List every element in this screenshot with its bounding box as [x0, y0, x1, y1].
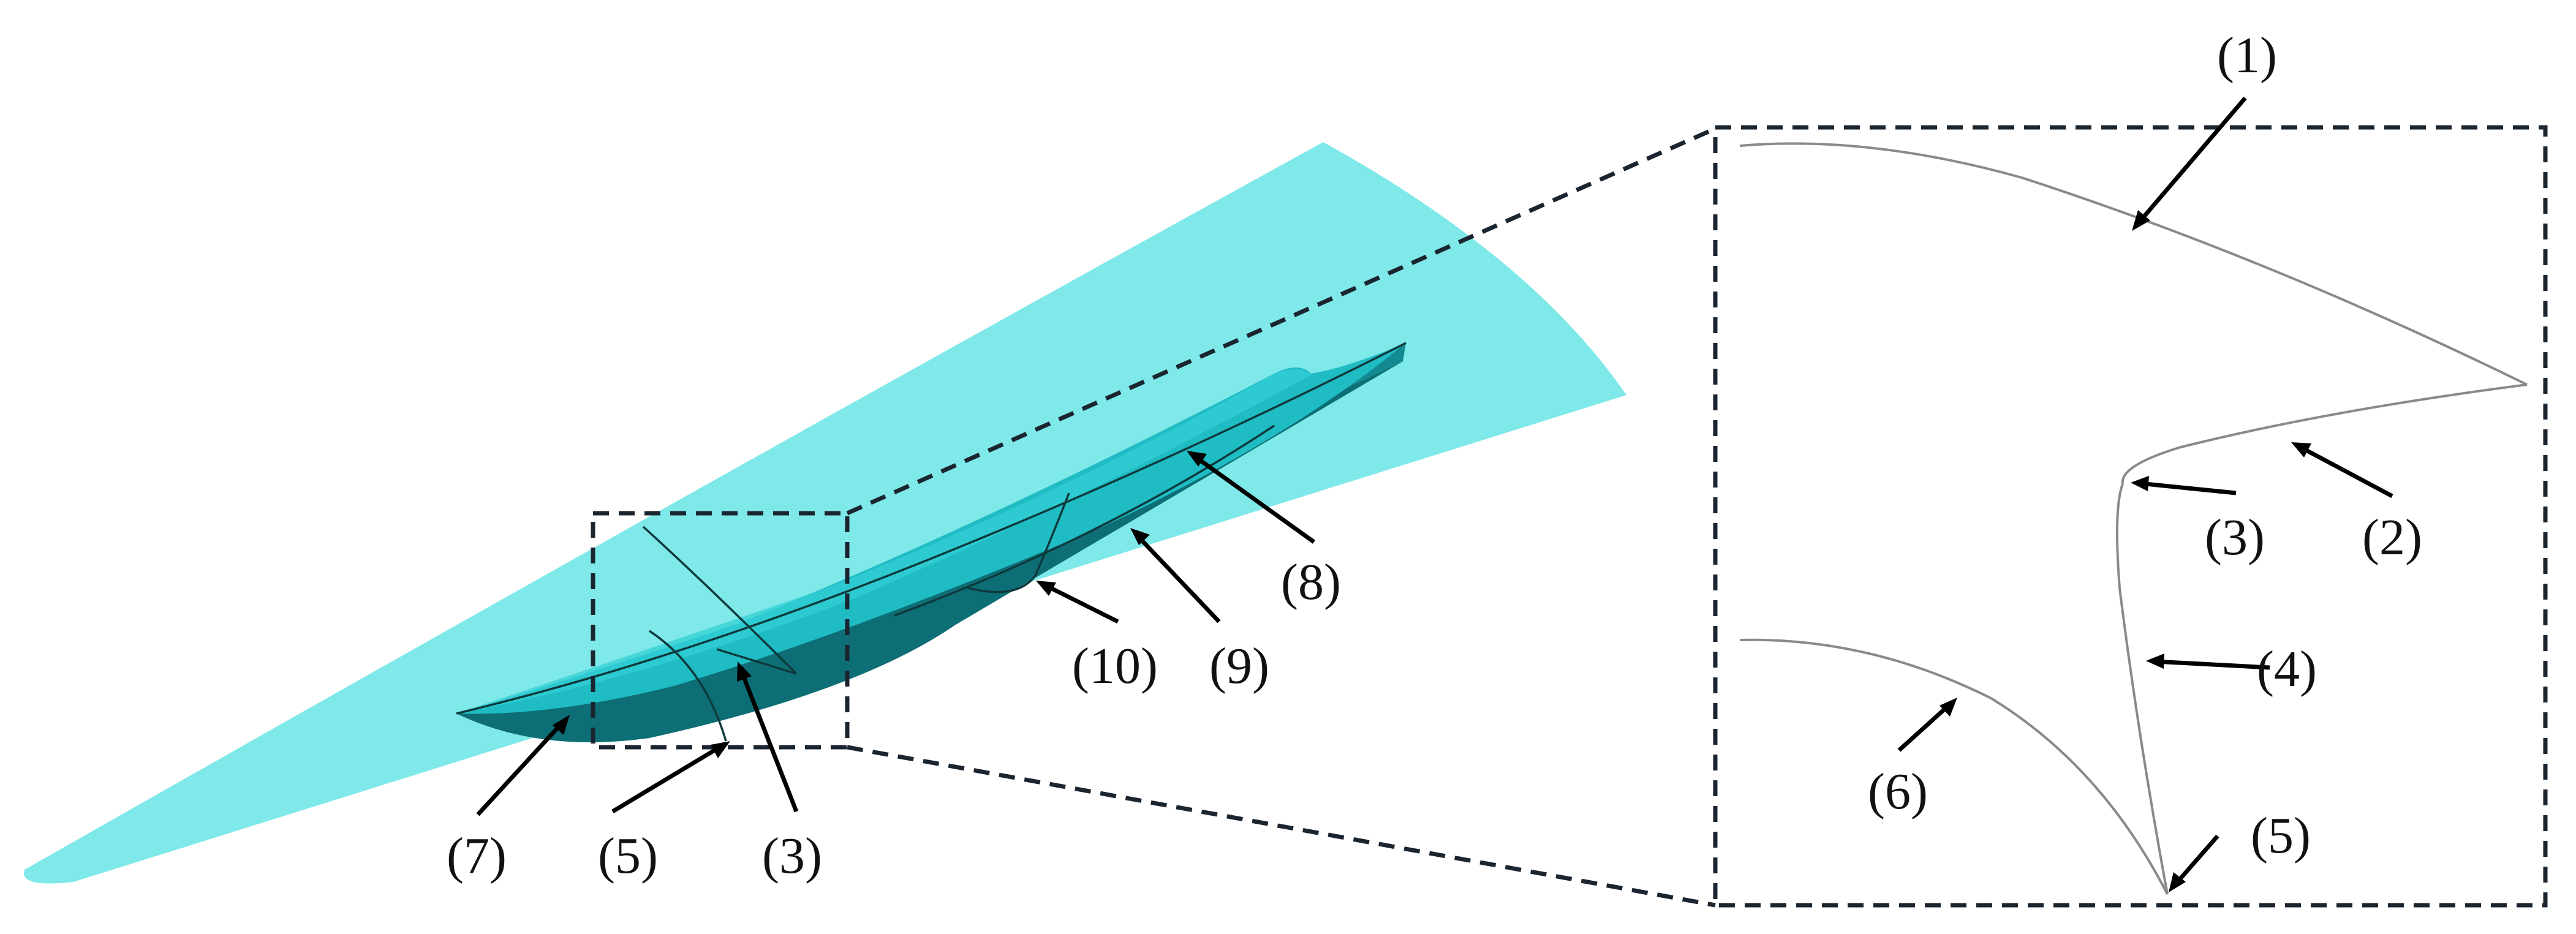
arrowhead-1: [2132, 210, 2150, 231]
label-4: (4): [2257, 641, 2317, 698]
zoom-box-small: [591, 511, 850, 750]
label-1: (1): [2217, 27, 2277, 84]
arrowhead-4: [2146, 653, 2164, 669]
label-6: (6): [1868, 763, 1928, 820]
arrow-3-detail: [2139, 481, 2237, 495]
body-leading-band: [456, 369, 1311, 714]
section-line-c: [716, 648, 797, 675]
arrowhead-3-model: [737, 661, 752, 682]
section-line-b: [649, 630, 727, 742]
arrow-3-model: [739, 669, 799, 813]
arrow-8: [1193, 454, 1316, 544]
arrow-5-detail: [2173, 834, 2219, 887]
curve-side: [2116, 483, 2169, 895]
arrow-5-model: [611, 744, 723, 813]
arrow-4: [2155, 659, 2270, 670]
arrow-9: [1135, 533, 1221, 623]
arrowhead-8: [1187, 451, 1207, 467]
arrowhead-9: [1130, 528, 1150, 545]
label-2: (2): [2362, 509, 2422, 566]
arrow-7: [476, 721, 564, 816]
label-3-model: (3): [762, 827, 822, 884]
arrowhead-2: [2291, 442, 2311, 458]
label-9: (9): [1209, 638, 1269, 695]
arrowhead-6: [1940, 698, 1957, 717]
arrowhead-5-model: [711, 741, 730, 758]
zoom-box-large: [1713, 125, 2548, 908]
zoom-connector-top: [846, 126, 1717, 516]
curve-lower-right: [2121, 383, 2528, 484]
zoom-connector-bottom: [847, 745, 1716, 908]
label-5-detail: (5): [2251, 807, 2311, 864]
label-10: (10): [1072, 638, 1158, 695]
label-7: (7): [447, 827, 507, 884]
annotation-labels: (1) (2) (3) (4) (5) (6) (7) (5) (3) (10)…: [447, 27, 2422, 884]
section-line-a: [642, 525, 798, 675]
arrowhead-7: [553, 715, 570, 735]
curve-upper: [1739, 142, 2528, 386]
arrow-1: [2136, 96, 2247, 225]
body-lower-line: [894, 424, 1275, 617]
arrowhead-10: [1036, 581, 1056, 596]
curve-lower-left: [1739, 638, 2169, 895]
label-5-model: (5): [598, 827, 658, 884]
section-line-d: [967, 492, 1070, 593]
label-8: (8): [1281, 554, 1341, 611]
annotation-arrows: [476, 96, 2393, 892]
arrowhead-3-detail: [2131, 476, 2149, 491]
arrow-10: [1043, 582, 1119, 624]
arrow-2: [2299, 445, 2393, 499]
body-ridge-line: [456, 342, 1407, 715]
cross-section-detail: [1739, 142, 2528, 895]
label-3-detail: (3): [2205, 509, 2265, 566]
arrowhead-5-detail: [2169, 872, 2186, 892]
arrow-6: [1897, 702, 1952, 752]
